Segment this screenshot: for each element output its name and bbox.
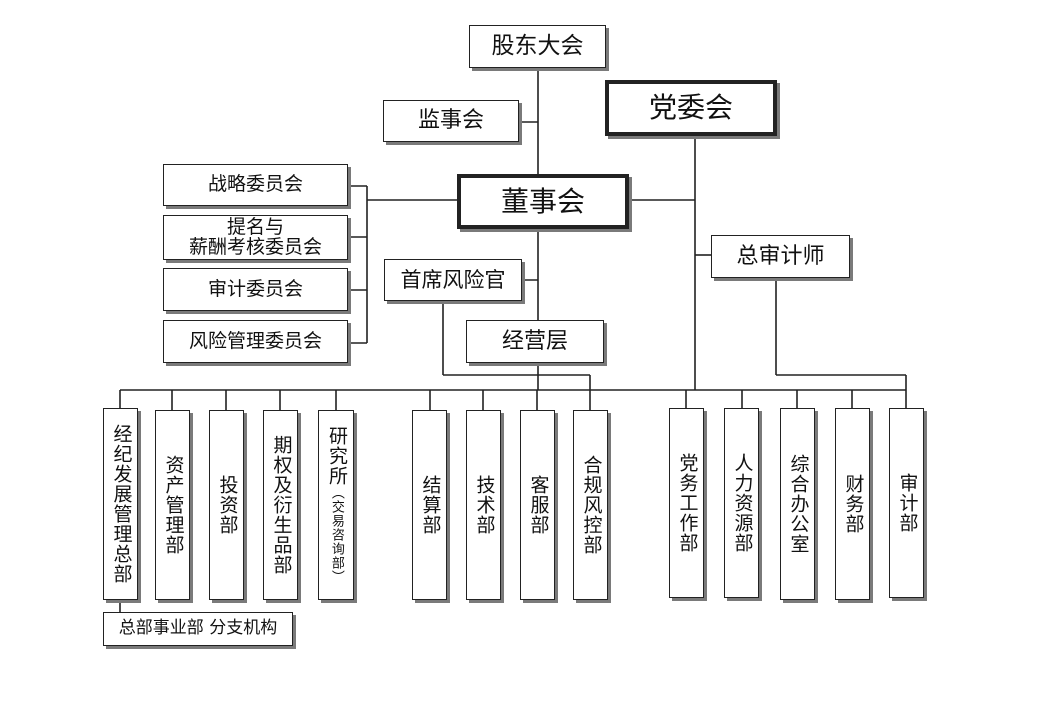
node-technology: 技术部 (466, 410, 501, 600)
node-nomination-committee: 提名与 薪酬考核委员会 (163, 215, 348, 260)
research-label: 研究所 (325, 426, 348, 486)
node-general-office: 综合办公室 (780, 408, 815, 600)
node-party-committee: 党委会 (605, 80, 777, 136)
node-strategy-committee: 战略委员会 (163, 164, 348, 206)
node-shareholders-meeting: 股东大会 (469, 25, 606, 68)
node-risk-committee: 风险管理委员会 (163, 320, 348, 363)
node-branches: 总部事业部 分支机构 (103, 612, 293, 646)
node-derivatives: 期权及衍生品部 (263, 410, 298, 600)
node-asset-management: 资产管理部 (155, 410, 190, 600)
node-brokerage-hq: 经纪发展管理总部 (103, 408, 138, 600)
node-research-institute: 研究所（交易咨询部） (318, 410, 354, 600)
node-chief-risk-officer: 首席风险官 (384, 259, 522, 301)
node-supervisory-board: 监事会 (383, 100, 519, 142)
node-human-resources: 人力资源部 (724, 408, 759, 598)
node-compliance-risk: 合规风控部 (573, 410, 608, 600)
node-board-of-directors: 董事会 (457, 174, 629, 229)
research-sub-label: （交易咨询部） (328, 486, 344, 584)
node-party-affairs: 党务工作部 (669, 408, 704, 598)
node-chief-auditor: 总审计师 (711, 235, 850, 278)
node-audit-department: 审计部 (889, 408, 924, 598)
node-customer-service: 客服部 (520, 410, 555, 600)
node-investment: 投资部 (209, 410, 244, 600)
node-audit-committee: 审计委员会 (163, 268, 348, 311)
node-management: 经营层 (466, 320, 604, 363)
node-settlement: 结算部 (412, 410, 447, 600)
node-finance: 财务部 (835, 408, 870, 600)
